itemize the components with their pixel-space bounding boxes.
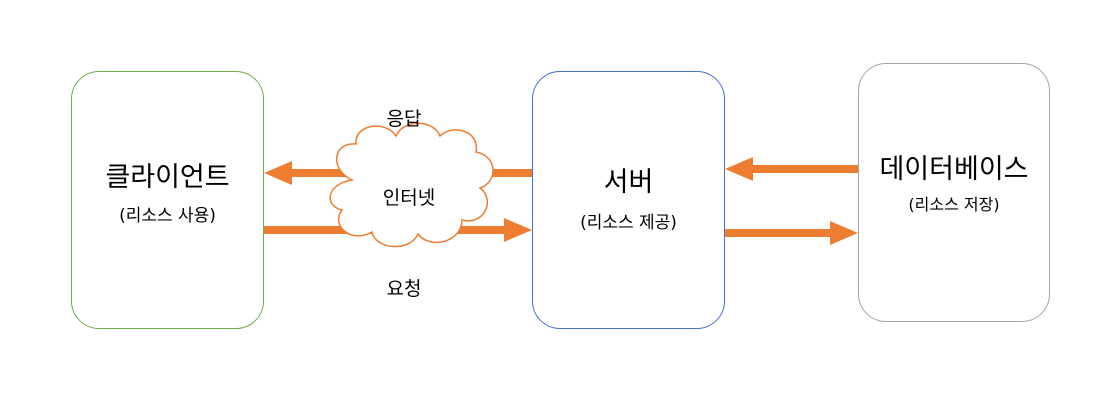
server-box: 서버 (리소스 제공)	[532, 71, 725, 329]
database-to-server-arrow	[725, 157, 858, 181]
server-subtitle: (리소스 제공)	[580, 212, 677, 233]
response-label: 응답	[386, 108, 422, 130]
internet-label: 인터넷	[382, 187, 436, 209]
internet-cloud-icon	[329, 122, 494, 248]
client-box: 클라이언트 (리소스 사용)	[71, 71, 264, 329]
server-to-database-arrow	[725, 221, 858, 245]
database-subtitle: (리소스 저장)	[908, 194, 1000, 214]
client-title: 클라이언트	[105, 162, 230, 194]
request-label: 요청	[386, 278, 422, 300]
client-subtitle: (리소스 사용)	[119, 205, 216, 226]
database-title: 데이터베이스	[879, 154, 1029, 186]
server-title: 서버	[603, 167, 654, 199]
database-box: 데이터베이스 (리소스 저장)	[858, 63, 1050, 322]
